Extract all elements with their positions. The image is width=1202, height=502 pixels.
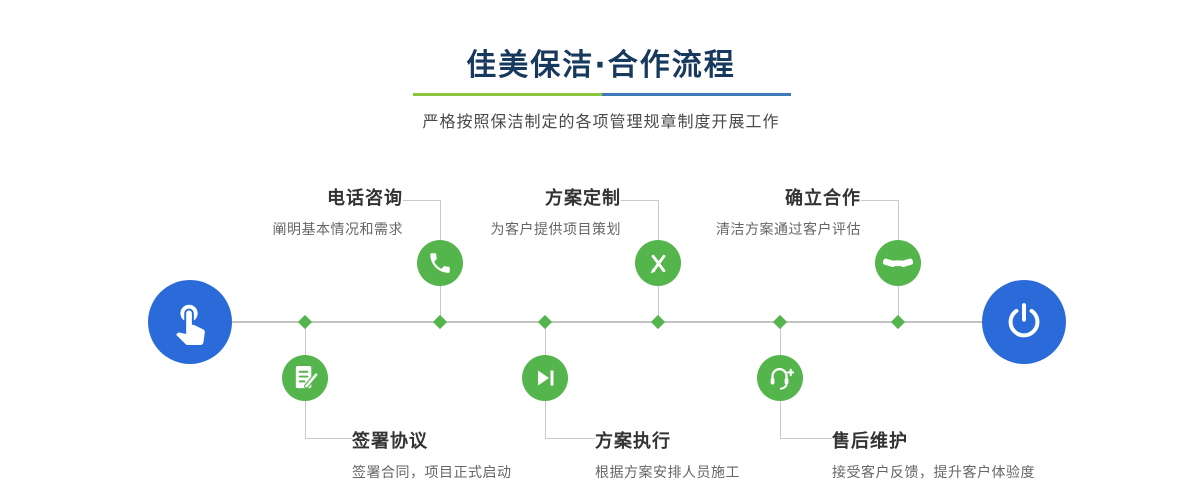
step-node-execute: [522, 355, 568, 401]
connector-line: [780, 322, 781, 355]
diamond-marker: [890, 314, 906, 330]
step-label-cooperate: 确立合作 清洁方案通过客户评估: [716, 184, 861, 239]
connector-line: [440, 200, 441, 240]
diamond-marker: [650, 314, 666, 330]
connector-line: [898, 200, 899, 240]
diamond-marker: [297, 314, 313, 330]
step-node-aftersale: [757, 355, 803, 401]
step-desc: 阐明基本情况和需求: [272, 222, 403, 238]
connector-line: [621, 200, 658, 201]
step-label-plan: 方案定制 为客户提供项目策划: [491, 184, 622, 239]
step-desc: 签署合同，项目正式启动: [352, 465, 512, 481]
connector-line: [305, 401, 306, 438]
timeline-line: [190, 321, 1024, 323]
diamond-marker: [432, 314, 448, 330]
start-node: [148, 280, 232, 364]
diamond-marker: [772, 314, 788, 330]
connector-line: [545, 438, 595, 439]
phone-icon: [430, 253, 450, 273]
step-node-plan: [635, 240, 681, 286]
title-divider: [413, 93, 791, 96]
step-node-cooperate: [875, 240, 921, 286]
connector-line: [658, 286, 659, 322]
step-node-phone: [417, 240, 463, 286]
step-title: 确立合作: [785, 188, 861, 209]
connector-line: [861, 200, 898, 201]
end-node: [982, 280, 1066, 364]
pen-cross-icon: [650, 254, 665, 273]
step-label-execute: 方案执行 根据方案安排人员施工: [595, 427, 740, 482]
connector-line: [898, 286, 899, 322]
connector-line: [780, 401, 781, 438]
step-label-phone: 电话咨询 阐明基本情况和需求: [273, 184, 404, 239]
step-desc: 接受客户反馈，提升客户体验度: [832, 465, 1035, 481]
divider-green-segment: [413, 93, 602, 96]
step-title: 电话咨询: [327, 188, 403, 209]
diamond-marker: [537, 314, 553, 330]
step-label-contract: 签署协议 签署合同，项目正式启动: [352, 427, 512, 482]
connector-line: [545, 322, 546, 355]
power-icon: [1008, 303, 1040, 338]
step-title: 方案执行: [595, 431, 671, 452]
connector-line: [305, 438, 352, 439]
connector-line: [545, 401, 546, 438]
step-desc: 清洁方案通过客户评估: [716, 222, 861, 238]
contract-icon: [295, 365, 319, 389]
page-title: 佳美保洁·合作流程: [466, 48, 736, 83]
step-desc: 为客户提供项目策划: [490, 222, 621, 238]
connector-line: [403, 200, 440, 201]
hand-pointer-icon: [176, 304, 205, 345]
step-node-contract: [282, 355, 328, 401]
divider-blue-segment: [602, 93, 791, 96]
connector-line: [658, 200, 659, 240]
play-icon: [538, 370, 554, 386]
step-desc: 根据方案安排人员施工: [595, 465, 740, 481]
connector-line: [440, 286, 441, 322]
step-title: 售后维护: [832, 431, 908, 452]
step-label-aftersale: 售后维护 接受客户反馈，提升客户体验度: [832, 427, 1035, 482]
connector-line: [780, 438, 832, 439]
step-title: 方案定制: [545, 188, 621, 209]
headset-icon: [770, 368, 794, 390]
page-subtitle: 严格按照保洁制定的各项管理规章制度开展工作: [422, 112, 780, 131]
step-title: 签署协议: [352, 431, 428, 452]
handshake-icon: [883, 258, 913, 268]
connector-line: [305, 322, 306, 355]
